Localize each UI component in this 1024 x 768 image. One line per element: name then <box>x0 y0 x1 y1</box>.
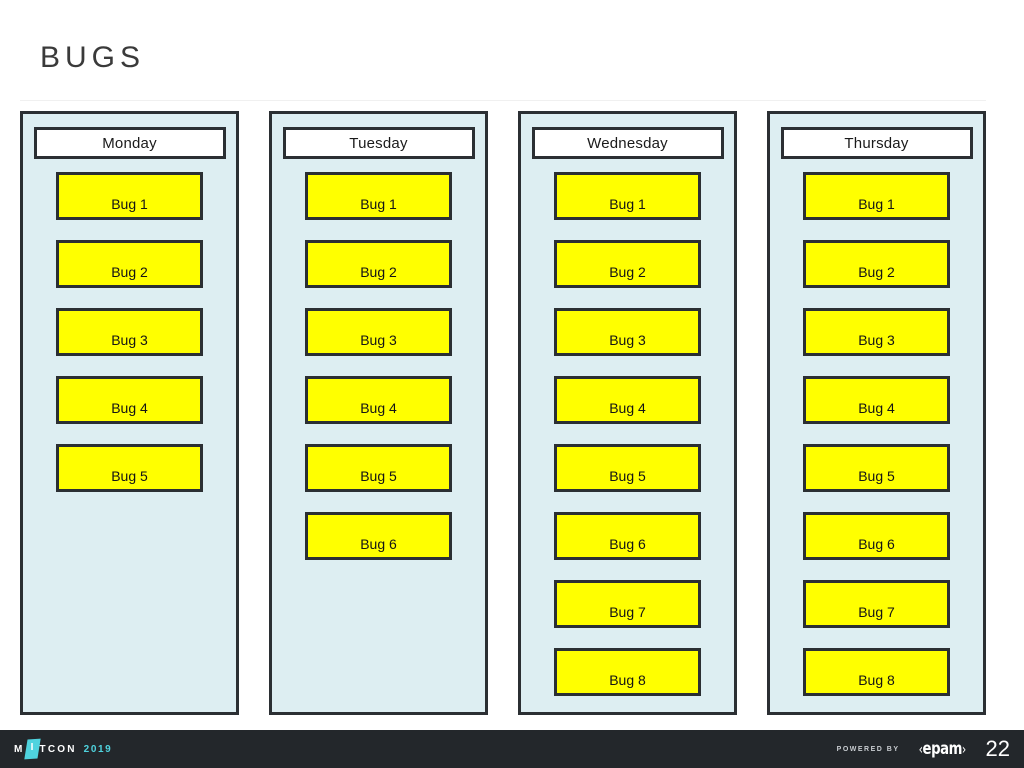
bug-card-label: Bug 3 <box>609 332 646 348</box>
mitcon-logo: M I TCON 2019 <box>14 738 113 760</box>
slide-footer: M I TCON 2019 POWERED BY ‹epam› 22 <box>0 730 1024 768</box>
bug-card[interactable]: Bug 2 <box>305 240 452 288</box>
page-number: 22 <box>985 736 1010 761</box>
bug-card[interactable]: Bug 1 <box>305 172 452 220</box>
bug-card-label: Bug 7 <box>858 604 895 620</box>
bug-card[interactable]: Bug 1 <box>554 172 701 220</box>
bug-card-label: Bug 2 <box>360 264 397 280</box>
bug-card-label: Bug 6 <box>609 536 646 552</box>
bug-card[interactable]: Bug 4 <box>305 376 452 424</box>
mitcon-logo-prefix: M <box>14 743 25 755</box>
bug-card-label: Bug 5 <box>609 468 646 484</box>
bug-card[interactable]: Bug 5 <box>803 444 950 492</box>
bug-card-label: Bug 3 <box>858 332 895 348</box>
bug-card[interactable]: Bug 6 <box>803 512 950 560</box>
bug-card[interactable]: Bug 1 <box>803 172 950 220</box>
bug-card[interactable]: Bug 6 <box>305 512 452 560</box>
day-header-thursday[interactable]: Thursday <box>780 127 973 159</box>
bug-list: Bug 1 Bug 2 Bug 3 Bug 4 Bug 5 Bug 6 Bug 7 Bug 8 <box>554 172 701 696</box>
powered-by-label: POWERED BY <box>836 745 900 753</box>
bug-card-label: Bug 1 <box>111 196 148 212</box>
bug-card-label: Bug 8 <box>609 672 646 688</box>
bug-card[interactable]: Bug 3 <box>305 308 452 356</box>
bug-card-label: Bug 4 <box>111 400 148 416</box>
bug-card-label: Bug 7 <box>609 604 646 620</box>
bug-card[interactable]: Bug 4 <box>803 376 950 424</box>
bug-list: Bug 1 Bug 2 Bug 3 Bug 4 Bug 5 Bug 6 <box>305 172 452 560</box>
bug-card[interactable]: Bug 4 <box>554 376 701 424</box>
bug-card[interactable]: Bug 6 <box>554 512 701 560</box>
bug-list: Bug 1 Bug 2 Bug 3 Bug 4 Bug 5 <box>56 172 203 492</box>
page-title: BUGS <box>40 41 146 74</box>
bug-card[interactable]: Bug 5 <box>554 444 701 492</box>
bug-card[interactable]: Bug 5 <box>56 444 203 492</box>
bug-card-label: Bug 4 <box>858 400 895 416</box>
bug-card[interactable]: Bug 2 <box>56 240 203 288</box>
bug-card-label: Bug 4 <box>609 400 646 416</box>
bug-card[interactable]: Bug 8 <box>554 648 701 696</box>
day-header-tuesday[interactable]: Tuesday <box>282 127 475 159</box>
epam-logo-name: epam <box>922 739 962 759</box>
bug-card-label: Bug 6 <box>360 536 397 552</box>
bug-card[interactable]: Bug 2 <box>554 240 701 288</box>
mitcon-logo-suffix: TCON <box>39 743 77 755</box>
bug-card-label: Bug 5 <box>111 468 148 484</box>
mitcon-logo-mark-letter: I <box>30 742 34 753</box>
bug-card-label: Bug 1 <box>609 196 646 212</box>
epam-logo-open-bracket: ‹ <box>918 742 923 758</box>
mitcon-logo-year: 2019 <box>83 743 113 755</box>
bug-card-label: Bug 8 <box>858 672 895 688</box>
bug-card-label: Bug 4 <box>360 400 397 416</box>
bug-card[interactable]: Bug 3 <box>803 308 950 356</box>
bug-card-label: Bug 2 <box>111 264 148 280</box>
bug-card-label: Bug 2 <box>858 264 895 280</box>
bug-card-label: Bug 3 <box>111 332 148 348</box>
bug-card[interactable]: Bug 4 <box>56 376 203 424</box>
day-header-monday[interactable]: Monday <box>33 127 226 159</box>
footer-right-group: POWERED BY ‹epam› 22 <box>837 730 1014 768</box>
epam-logo-close-bracket: › <box>961 742 966 758</box>
mitcon-diamond-icon: I <box>23 738 41 760</box>
bug-card-label: Bug 5 <box>858 468 895 484</box>
bug-card-label: Bug 1 <box>360 196 397 212</box>
bug-card[interactable]: Bug 7 <box>803 580 950 628</box>
bug-card[interactable]: Bug 1 <box>56 172 203 220</box>
bug-card-label: Bug 6 <box>858 536 895 552</box>
bug-card-label: Bug 1 <box>858 196 895 212</box>
bug-list: Bug 1 Bug 2 Bug 3 Bug 4 Bug 5 Bug 6 Bug 7 Bug 8 <box>803 172 950 696</box>
bug-card[interactable]: Bug 8 <box>803 648 950 696</box>
epam-logo: ‹epam› <box>918 739 966 759</box>
bug-card-label: Bug 2 <box>609 264 646 280</box>
bug-card-label: Bug 5 <box>360 468 397 484</box>
bug-card[interactable]: Bug 2 <box>803 240 950 288</box>
bug-card[interactable]: Bug 7 <box>554 580 701 628</box>
bug-card[interactable]: Bug 3 <box>56 308 203 356</box>
bug-card[interactable]: Bug 3 <box>554 308 701 356</box>
bug-card-label: Bug 3 <box>360 332 397 348</box>
day-header-wednesday[interactable]: Wednesday <box>531 127 724 159</box>
bug-card[interactable]: Bug 5 <box>305 444 452 492</box>
title-divider <box>20 100 986 101</box>
